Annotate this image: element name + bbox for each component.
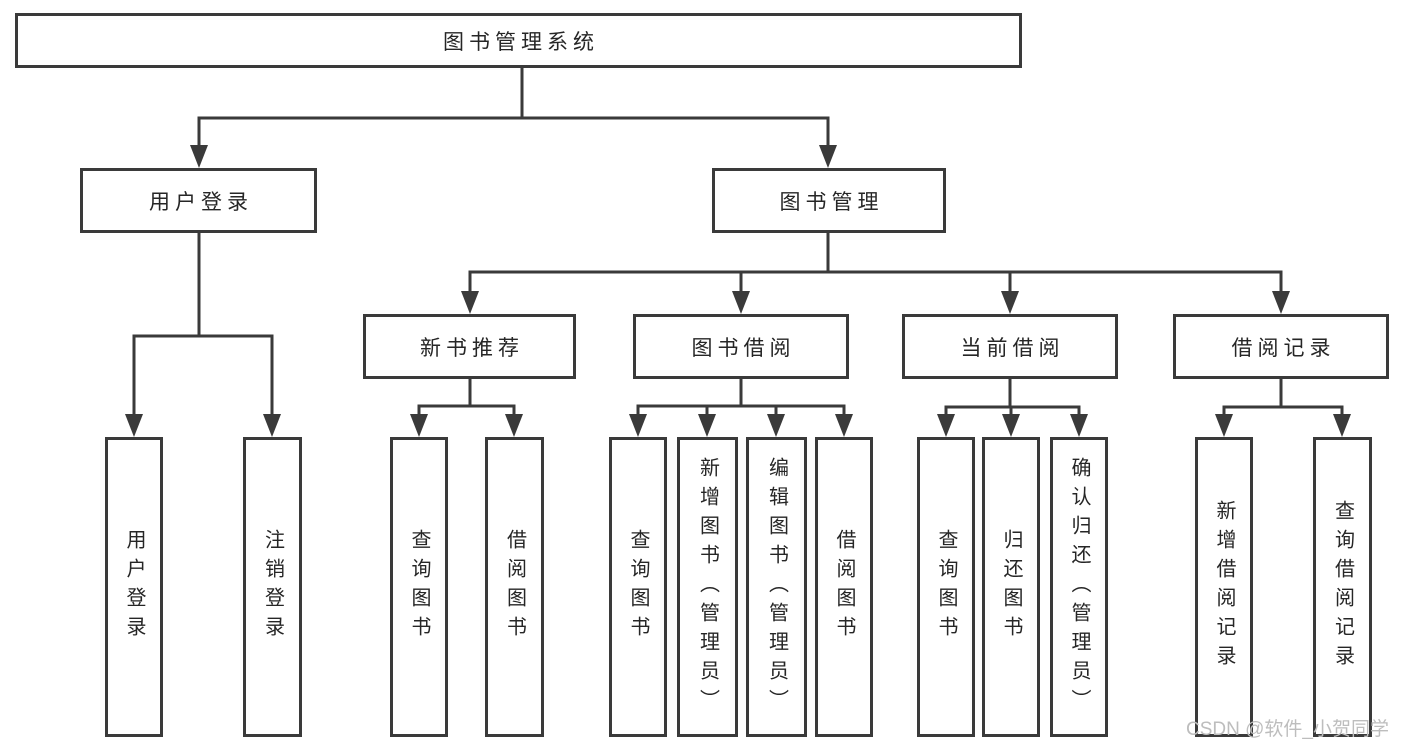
leaf-query-books-borrow: 查询图书: [609, 437, 667, 737]
node-user-login-label: 用户登录: [149, 190, 253, 214]
leaf-confirm-return-admin-label: 确认归还（管理员）: [1068, 456, 1090, 718]
node-new-book-recommend: 新书推荐: [363, 314, 576, 379]
leaf-return-books: 归还图书: [982, 437, 1040, 737]
leaf-borrow-books-recommend: 借阅图书: [485, 437, 544, 737]
leaf-borrow-books-label: 借阅图书: [833, 529, 855, 645]
leaf-add-books-admin: 新增图书（管理员）: [677, 437, 738, 737]
node-borrow-records: 借阅记录: [1173, 314, 1389, 379]
leaf-edit-books-admin-label: 编辑图书（管理员）: [765, 456, 788, 718]
leaf-logout-label: 注销登录: [261, 529, 284, 645]
leaf-user-login: 用户登录: [105, 437, 163, 737]
node-book-borrow: 图书借阅: [633, 314, 849, 379]
node-current-borrow-label: 当前借阅: [960, 336, 1065, 360]
leaf-query-borrow-record: 查询借阅记录: [1313, 437, 1372, 737]
leaf-add-borrow-record: 新增借阅记录: [1195, 437, 1253, 737]
leaf-query-borrow-record-label: 查询借阅记录: [1331, 500, 1354, 674]
node-user-login: 用户登录: [80, 168, 317, 233]
leaf-user-login-label: 用户登录: [123, 529, 145, 645]
node-root-system-label: 图书管理系统: [443, 30, 599, 54]
leaf-logout: 注销登录: [243, 437, 302, 737]
node-new-book-recommend-label: 新书推荐: [420, 336, 524, 360]
leaf-return-books-label: 归还图书: [1000, 529, 1022, 645]
node-root-system: 图书管理系统: [15, 13, 1022, 68]
leaf-query-books-recommend-label: 查询图书: [408, 529, 430, 645]
leaf-edit-books-admin: 编辑图书（管理员）: [746, 437, 807, 737]
leaf-query-books-current: 查询图书: [917, 437, 975, 737]
leaf-add-borrow-record-label: 新增借阅记录: [1213, 500, 1235, 674]
node-book-management-label: 图书管理: [779, 190, 884, 214]
leaf-query-books-recommend: 查询图书: [390, 437, 448, 737]
node-borrow-records-label: 借阅记录: [1231, 336, 1336, 360]
leaf-add-books-admin-label: 新增图书（管理员）: [696, 456, 719, 718]
watermark-text: CSDN @软件_小贺同学: [1186, 719, 1389, 740]
leaf-query-books-borrow-label: 查询图书: [627, 529, 649, 645]
node-current-borrow: 当前借阅: [902, 314, 1118, 379]
leaf-query-books-current-label: 查询图书: [935, 529, 957, 645]
node-book-management: 图书管理: [712, 168, 946, 233]
node-book-borrow-label: 图书借阅: [691, 336, 796, 360]
leaf-confirm-return-admin: 确认归还（管理员）: [1050, 437, 1108, 737]
leaf-borrow-books: 借阅图书: [815, 437, 873, 737]
leaf-borrow-books-recommend-label: 借阅图书: [503, 529, 526, 645]
